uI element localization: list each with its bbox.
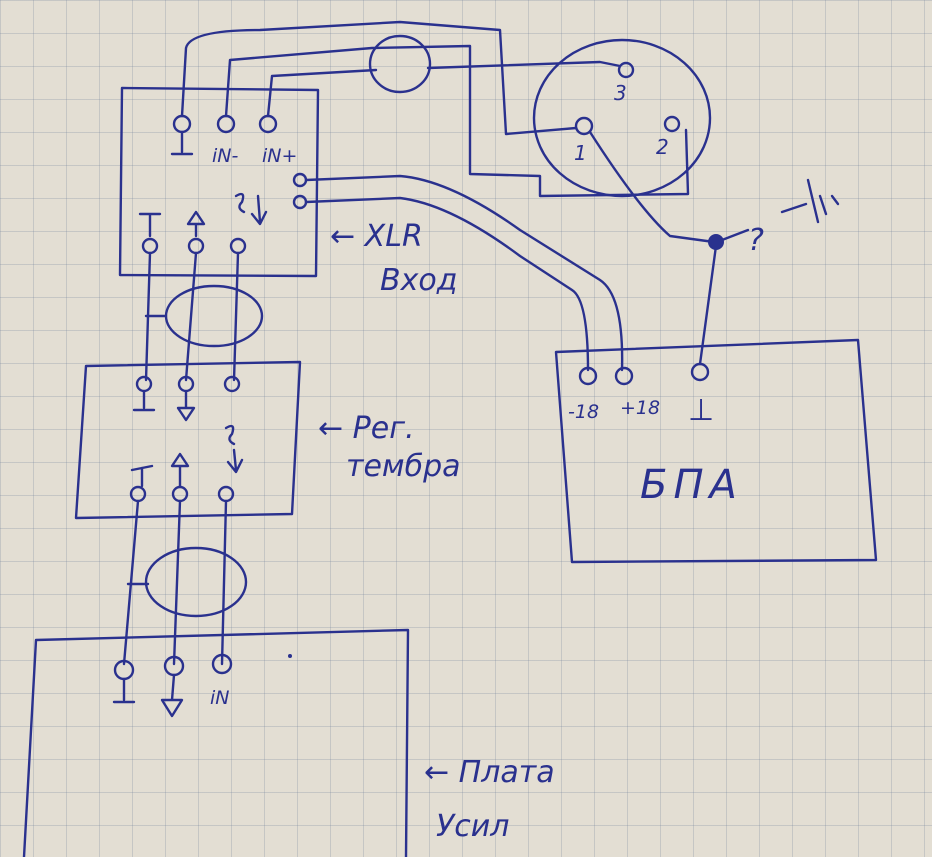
tone-control-label: ← Рег. (318, 411, 415, 446)
chassis-ground-icon (780, 178, 840, 224)
xlr-input-label: ← XLR (330, 219, 423, 254)
xlr-input-pin-label-in-minus: iN- (212, 145, 238, 167)
psu-pin-label-plus18: +18 (620, 397, 660, 419)
wires-xlr (180, 20, 716, 372)
wire-to-psu-ground (698, 244, 718, 366)
analog-ground-icon (176, 390, 196, 422)
ground-symbol-icon (112, 677, 136, 704)
amp-board-label: ← Плата (424, 755, 555, 790)
tone-control-label-line2: тембра (346, 449, 461, 484)
amp-board-label-line2: Усил (436, 809, 509, 844)
ground-symbol-icon (170, 130, 194, 156)
question-mark: ? (748, 223, 764, 258)
wires-xlr-to-tone (144, 251, 264, 382)
psu-pin-plus18 (614, 366, 634, 386)
ferrite-ring-top (368, 34, 432, 94)
xlr-input-pin-label-in-plus: iN+ (262, 145, 297, 167)
psu-pin-label-ground: ⊥ (688, 393, 714, 428)
xlr-input-label-line2: Вход (380, 263, 457, 298)
analog-ground-icon (160, 673, 184, 718)
signal-symbol-icon (234, 192, 246, 214)
ground-symbol-icon (130, 464, 154, 488)
ferrite-ring-bottom (144, 546, 248, 618)
ground-symbol-icon (132, 390, 156, 412)
xlr-pin-3 (617, 61, 635, 79)
xlr-pin-2-label: 2 (656, 135, 669, 159)
xlr-pin-2 (663, 115, 681, 133)
psu-pin-label-minus18: -18 (568, 401, 599, 423)
analog-ground-icon (170, 452, 190, 488)
xlr-input-pin-in-minus (216, 114, 236, 134)
xlr-input-block: iN- iN+ ← XLR Вход (118, 86, 457, 298)
xlr-input-pin-in-plus (258, 114, 278, 134)
junction-dot (708, 234, 724, 250)
psu-pin-ground (690, 362, 710, 382)
ferrite-ring-middle (164, 284, 264, 348)
ground-symbol-icon (138, 212, 162, 238)
xlr-input-pin-ground (172, 114, 192, 134)
psu-label: БПА (640, 462, 743, 508)
tone-control-block: ← Рег. тембра (74, 360, 461, 520)
xlr-pin-1-label: 1 (574, 141, 587, 165)
psu-block: -18 +18 ⊥ БПА (554, 338, 878, 564)
psu-pin-minus18 (578, 366, 598, 386)
amp-board-pin-label: iN (210, 687, 230, 709)
wires-tone-to-amp (122, 499, 248, 666)
xlr-input-pin-power-2 (292, 194, 308, 210)
xlr-pin-3-label: 3 (614, 81, 627, 105)
xlr-input-pin-power-1 (292, 172, 308, 188)
signal-down-icon (224, 424, 244, 474)
analog-ground-icon (186, 210, 206, 238)
xlr-pin-1 (574, 116, 594, 136)
amp-board-block: iN ← Плата Усил (22, 628, 555, 857)
arrow-down-icon (250, 194, 268, 226)
